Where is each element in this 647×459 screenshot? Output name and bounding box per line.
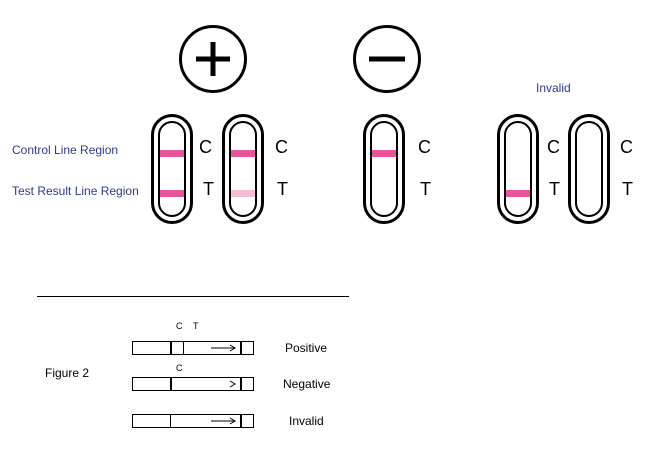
t-marker: T bbox=[277, 179, 288, 199]
strip-end bbox=[240, 378, 242, 390]
cassette-positive-faint bbox=[222, 114, 264, 224]
control-line bbox=[170, 378, 172, 390]
control-line bbox=[170, 342, 172, 354]
t-marker: T bbox=[622, 179, 633, 199]
cassette-invalid-blank bbox=[568, 114, 610, 224]
result-positive-label: Positive bbox=[285, 341, 328, 355]
t-marker: T bbox=[549, 179, 560, 199]
test-result-line-region-label: Test Result Line Region bbox=[12, 184, 139, 198]
strip-end bbox=[240, 415, 242, 427]
positive-plus-icon bbox=[179, 25, 247, 93]
sample-line bbox=[170, 415, 171, 427]
strip-c-label: C bbox=[176, 363, 183, 373]
figure-2-title: Figure 2 bbox=[45, 366, 90, 380]
strip-negative bbox=[132, 377, 254, 391]
cassette-positive-strong bbox=[151, 114, 193, 224]
result-invalid-label: Invalid bbox=[289, 414, 324, 428]
strip-t-label: T bbox=[193, 321, 199, 331]
test-band bbox=[160, 190, 184, 197]
cassette-window bbox=[229, 121, 257, 217]
flow-arrow-icon bbox=[229, 380, 236, 388]
negative-minus-icon bbox=[353, 25, 421, 93]
cassette-window bbox=[370, 121, 398, 217]
c-marker: C bbox=[547, 137, 560, 157]
test-band bbox=[506, 190, 530, 197]
cassette-window bbox=[158, 121, 186, 217]
t-marker: T bbox=[203, 179, 214, 199]
divider-line bbox=[37, 296, 349, 297]
strip-positive bbox=[132, 341, 254, 355]
flow-arrow-icon bbox=[211, 344, 236, 352]
result-negative-label: Negative bbox=[283, 377, 331, 391]
strip-end bbox=[240, 342, 242, 354]
cassette-window bbox=[575, 121, 603, 217]
c-marker: C bbox=[199, 137, 212, 157]
t-marker: T bbox=[420, 179, 431, 199]
invalid-title: Invalid bbox=[536, 81, 571, 95]
control-band bbox=[372, 150, 396, 157]
test-band-faint bbox=[231, 190, 255, 197]
c-marker: C bbox=[620, 137, 633, 157]
test-line bbox=[183, 342, 184, 354]
cassette-negative bbox=[363, 114, 405, 224]
flow-arrow-icon bbox=[211, 417, 236, 425]
control-band bbox=[231, 150, 255, 157]
strip-c-label: C bbox=[176, 321, 183, 331]
c-marker: C bbox=[418, 137, 431, 157]
cassette-window bbox=[504, 121, 532, 217]
strip-invalid bbox=[132, 414, 254, 428]
cassette-invalid-t-only bbox=[497, 114, 539, 224]
control-band bbox=[160, 150, 184, 157]
c-marker: C bbox=[275, 137, 288, 157]
control-line-region-label: Control Line Region bbox=[12, 143, 119, 157]
